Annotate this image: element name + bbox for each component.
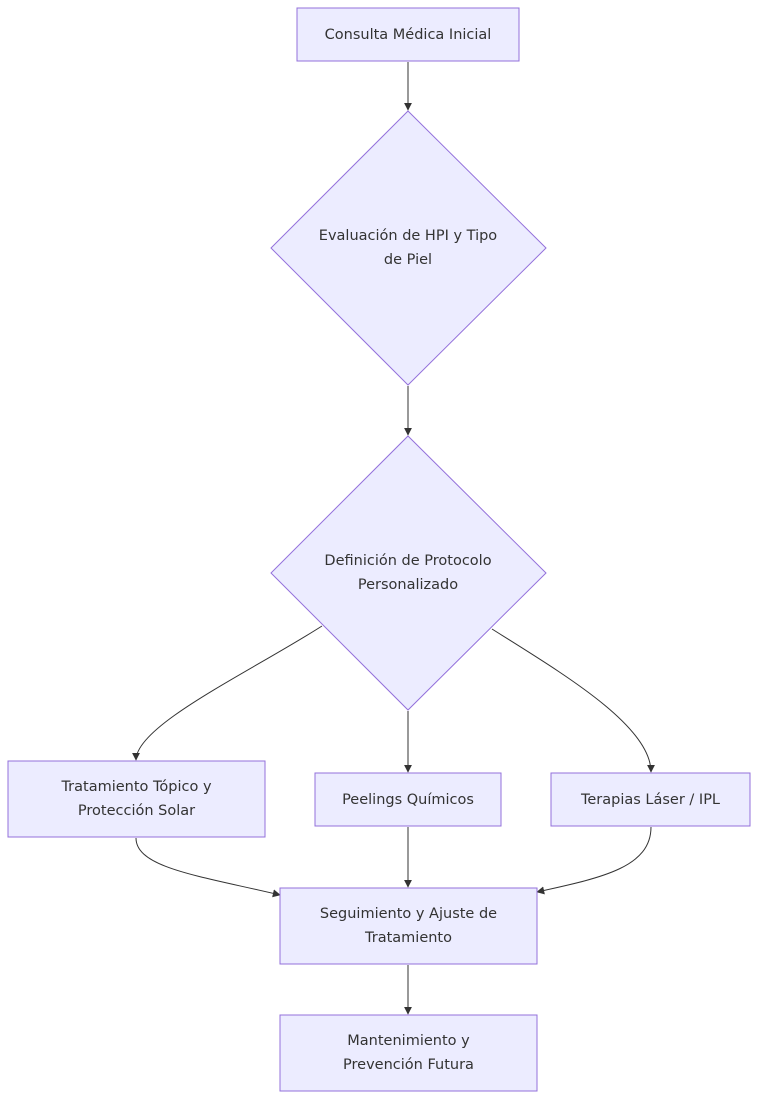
edge-protocolo-to-topico xyxy=(132,625,323,761)
node-consulta-box xyxy=(296,7,520,62)
node-peelings-label: Peelings Químicos xyxy=(342,791,474,808)
edge-topico-to-seguimiento xyxy=(135,837,281,898)
node-laser-label: Terapias Láser / IPL xyxy=(580,791,721,808)
edge-laser-to-seguimiento xyxy=(536,826,652,895)
node-topico-label: Tratamiento Tópico y Protección Solar xyxy=(61,779,212,819)
node-mantenimiento-label: Mantenimiento y Prevención Futura xyxy=(343,1033,474,1073)
node-protocolo-diamond xyxy=(270,435,547,711)
node-protocolo-label: Definición de Protocolo Personalizado xyxy=(324,553,492,593)
node-peelings-box xyxy=(314,772,502,827)
node-consulta-label: Consulta Médica Inicial xyxy=(324,26,492,43)
node-seguimiento-box xyxy=(279,887,538,965)
node-mantenimiento-box xyxy=(279,1014,538,1092)
node-evaluacion-label: Evaluación de HPI y Tipo de Piel xyxy=(318,228,498,268)
node-seguimiento-label: Seguimiento y Ajuste de Tratamiento xyxy=(319,906,498,946)
node-topico-box xyxy=(7,760,266,838)
node-evaluacion-diamond xyxy=(270,110,547,386)
edge-protocolo-to-laser xyxy=(491,628,655,773)
node-laser-box xyxy=(550,772,751,827)
